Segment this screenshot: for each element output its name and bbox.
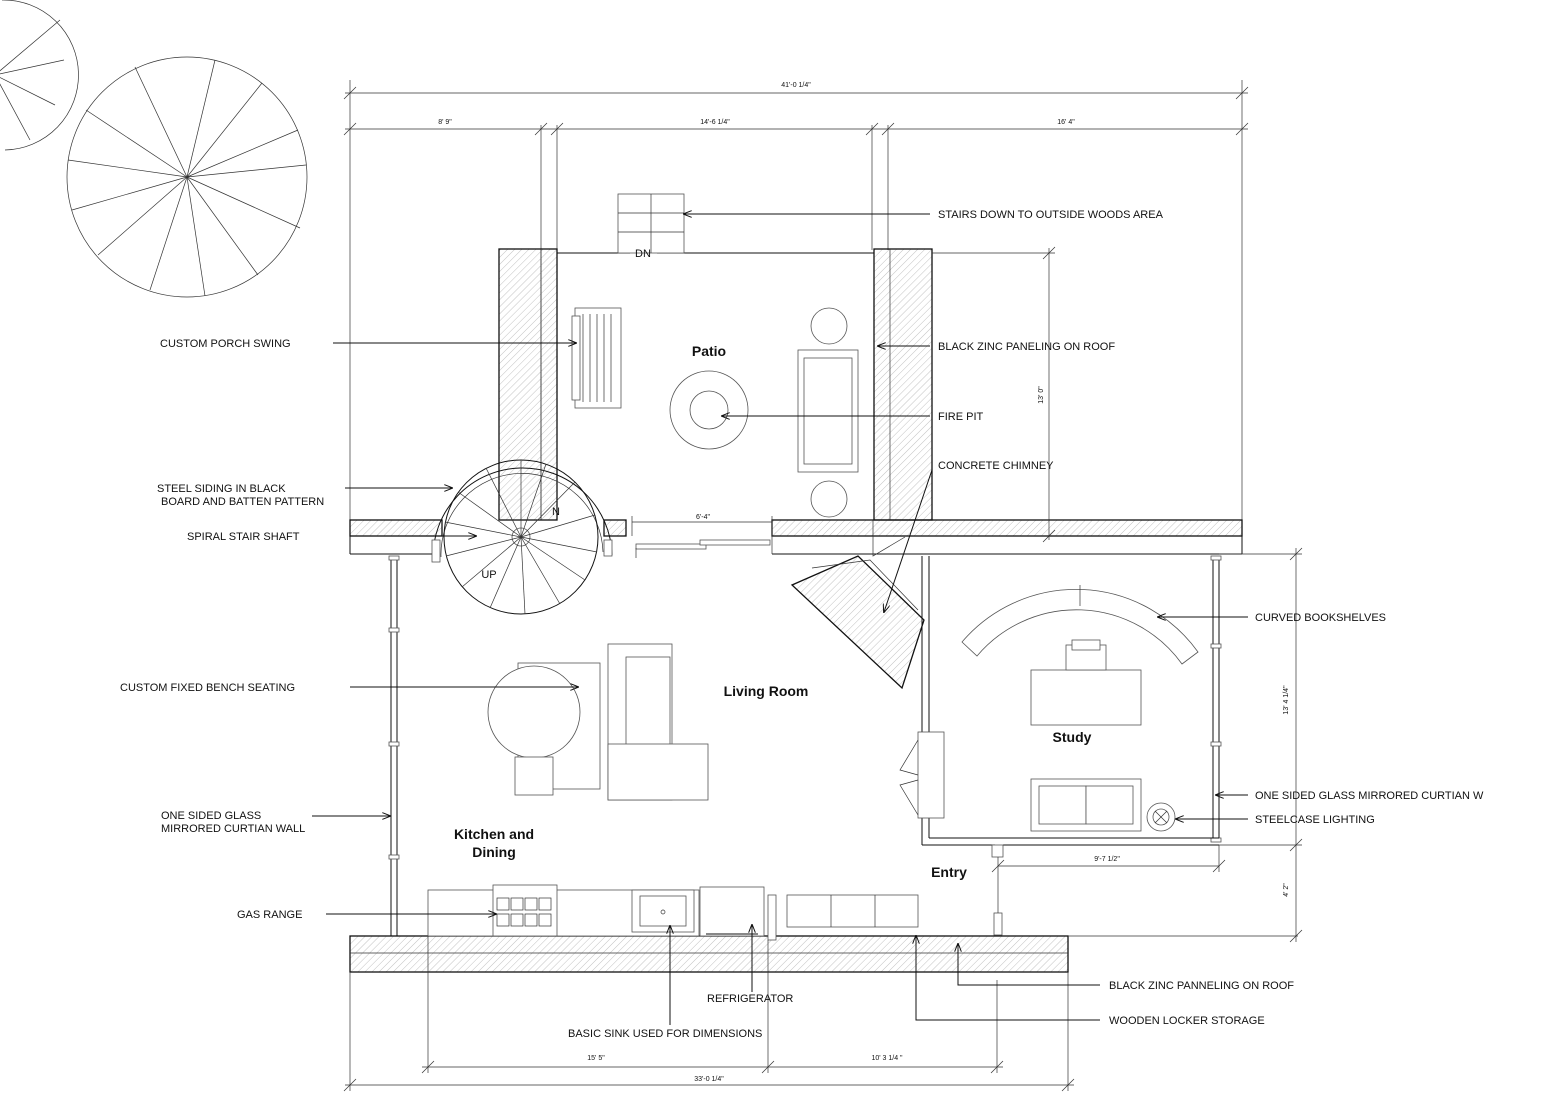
note-steelcase-lighting: STEELCASE LIGHTING	[1255, 814, 1375, 826]
tree-symbol-partial	[0, 0, 79, 151]
note-glass-wall-left-line2: MIRRORED CURTIAN WALL	[161, 823, 305, 835]
patio-stools	[810, 307, 848, 518]
room-label-study: Study	[1053, 729, 1092, 745]
patio-sofa	[797, 349, 859, 473]
north-wall-left	[349, 519, 443, 537]
note-steel-siding-line2: BOARD AND BATTEN PATTERN	[161, 496, 324, 508]
dim-top-left: 8' 9"	[438, 119, 452, 126]
dimension-top-segments	[343, 122, 1249, 520]
south-wall	[349, 935, 1069, 973]
fire-pit	[669, 370, 749, 450]
note-steel-siding-line1: STEEL SIDING IN BLACK	[157, 483, 286, 495]
study-sofa	[1030, 778, 1142, 832]
north-wall-right	[771, 519, 1243, 537]
note-sink: BASIC SINK USED FOR DIMENSIONS	[568, 1028, 762, 1040]
study-walls	[921, 556, 1219, 936]
dim-patio-depth: 13' 0"	[1038, 386, 1045, 404]
note-zinc-roof: BLACK ZINC PANELING ON ROOF	[938, 341, 1115, 353]
dim-top-right: 16' 4"	[1057, 119, 1075, 126]
dimension-door	[631, 516, 773, 536]
steelcase-lamp	[1146, 802, 1176, 832]
spiral-stair	[431, 459, 613, 615]
dim-overall-top: 41'-0 1/4"	[781, 82, 811, 89]
note-refrigerator: REFRIGERATOR	[707, 993, 793, 1005]
note-gas-range: GAS RANGE	[237, 909, 302, 921]
note-bookshelves: CURVED BOOKSHELVES	[1255, 612, 1386, 624]
dimension-study-right	[1219, 547, 1303, 943]
dim-bottom-right: 10' 3 1/4 "	[871, 1055, 903, 1062]
note-locker-storage: WOODEN LOCKER STORAGE	[1109, 1015, 1265, 1027]
dimension-patio-depth	[932, 246, 1056, 543]
note-glass-wall-left-line1: ONE SIDED GLASS	[161, 810, 261, 822]
dimension-bottom-overall	[343, 972, 1075, 1092]
note-stairs-down: STAIRS DOWN TO OUTSIDE WOODS AREA	[938, 209, 1164, 221]
tree-symbol	[66, 56, 308, 298]
dimension-top-overall	[343, 80, 1249, 520]
dimension-bottom-segments	[421, 936, 1004, 1074]
north-wall-upper	[603, 519, 627, 537]
note-spiral-stair: SPIRAL STAIR SHAFT	[187, 531, 300, 543]
note-chimney: CONCRETE CHIMNEY	[938, 460, 1054, 472]
note-glass-wall-right: ONE SIDED GLASS MIRRORED CURTIAN W	[1255, 790, 1484, 802]
note-zinc-roof-bottom: BLACK ZINC PANNELING ON ROOF	[1109, 980, 1294, 992]
bench-seating	[487, 643, 709, 801]
patio-wall-left	[498, 248, 558, 521]
north-mark: N	[552, 506, 560, 518]
sliding-door	[635, 539, 771, 558]
curved-bookshelves	[961, 585, 1199, 665]
room-label-entry: Entry	[931, 864, 967, 880]
note-bench-seating: CUSTOM FIXED BENCH SEATING	[120, 682, 295, 694]
dim-top-middle: 14'-6 1/4"	[700, 119, 730, 126]
dim-study-width: 9'-7 1/2"	[1094, 856, 1120, 863]
dimension-study-width	[991, 845, 1226, 873]
stair-up-mark: UP	[481, 569, 496, 581]
concrete-chimney	[790, 520, 925, 690]
dim-overall-bottom: 33'-0 1/4"	[694, 1076, 724, 1083]
gas-range	[492, 884, 558, 937]
leader-lines	[312, 214, 1248, 1025]
kitchen-sink	[631, 889, 695, 933]
room-label-patio: Patio	[692, 343, 726, 359]
exterior-stairs	[617, 193, 685, 254]
dim-study-depth: 13' 4 1/4"	[1283, 685, 1290, 715]
room-label-kitchen-line2: Dining	[472, 844, 516, 860]
note-fire-pit: FIRE PIT	[938, 411, 984, 423]
porch-swing	[571, 307, 622, 409]
glass-wall-east	[1210, 555, 1222, 843]
stair-down-mark: DN	[635, 248, 651, 260]
dim-door-opening: 6'-4"	[696, 514, 710, 521]
dim-entry-depth: 4' 2"	[1283, 883, 1290, 897]
patio-wall-right	[873, 248, 933, 521]
room-label-living-room: Living Room	[724, 683, 809, 699]
room-label-kitchen-line1: Kitchen and	[454, 826, 534, 842]
glass-wall-west	[388, 555, 400, 936]
study-desk	[1030, 639, 1142, 726]
dim-bottom-left: 15' 5"	[587, 1055, 605, 1062]
refrigerator	[699, 886, 777, 941]
note-porch-swing: CUSTOM PORCH SWING	[160, 338, 291, 350]
study-closet-doors	[899, 731, 945, 819]
